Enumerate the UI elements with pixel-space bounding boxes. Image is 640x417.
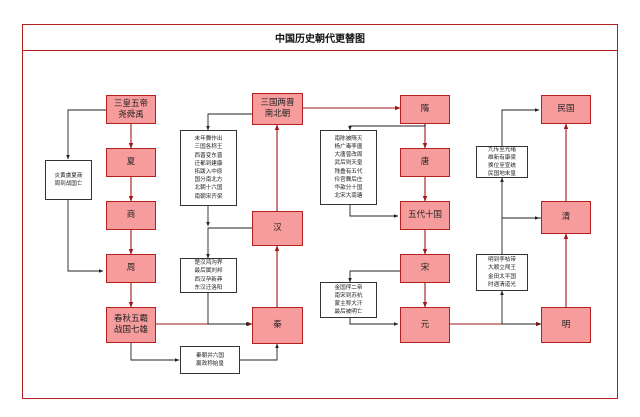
diagram-title: 中国历史朝代更替图 bbox=[23, 25, 617, 51]
succession-arrows bbox=[128, 105, 569, 327]
connector-jiuchuan-return bbox=[501, 108, 540, 146]
connector-mingchu-return bbox=[501, 216, 540, 254]
connector-chuhan-return bbox=[207, 293, 251, 326]
node-shang: 商 bbox=[106, 201, 156, 230]
connector-jinguo bbox=[348, 270, 400, 283]
note-mingchu: 明到李帖带 大顺立闯王 金田太平国 时遇清道光 bbox=[476, 254, 528, 291]
node-song: 宋 bbox=[400, 254, 450, 283]
connector-jiuchuan bbox=[500, 177, 541, 219]
note-yanhuang: 炎黄虞夏商 周到战国亡 bbox=[45, 160, 92, 200]
note-jinguo: 金国俘二帝 南宋到苏杭 蒙主称大汗 最后被明亡 bbox=[320, 282, 377, 318]
node-xia: 夏 bbox=[106, 148, 156, 177]
node-sui: 隋 bbox=[400, 95, 450, 124]
node-wudai: 五代十国 bbox=[400, 201, 450, 230]
note-monian: 末年舞作出 三国各称王 西晋变东晋 迁都到建康 拓跋入中原 国分南北方 北朝十六… bbox=[180, 130, 237, 206]
node-qin: 秦 bbox=[252, 307, 303, 344]
node-zhou: 周 bbox=[106, 254, 156, 283]
node-han: 汉 bbox=[252, 211, 303, 246]
connector-yanhuang bbox=[66, 109, 106, 160]
node-sanhuang: 三皇五帝 尧舜禹 bbox=[106, 95, 156, 124]
connector-chuhan bbox=[206, 227, 252, 259]
note-nanchen: 南陈被隋灭 杨广毒李唐 大唐曾改周 武后则天皇 残叠有五代 伶官舞后庄 华歆分十… bbox=[320, 130, 377, 205]
connector-mingchu bbox=[500, 290, 541, 325]
note-qinchao: 秦朝并六国 嬴政称始皇 bbox=[180, 346, 240, 374]
node-yuan: 元 bbox=[400, 307, 450, 343]
note-chuhan: 楚汉鸿沟界 最后属刘邦 西汉孕新莽 东汉迁洛阳 bbox=[180, 258, 237, 293]
connector-qinchao-return bbox=[240, 343, 279, 361]
connector-nanchen bbox=[348, 124, 426, 131]
node-chunqiu: 春秋五霸 战国七雄 bbox=[106, 307, 156, 343]
node-tang: 唐 bbox=[400, 148, 450, 177]
note-connectors bbox=[66, 108, 541, 362]
connector-nanchen-return bbox=[349, 205, 399, 218]
node-minguo: 民国 bbox=[541, 95, 591, 124]
node-ming: 明 bbox=[541, 307, 591, 343]
node-qing: 清 bbox=[541, 201, 591, 234]
note-jiuchuan: 九传至光绪 维新有康梁 换位至宣统 民国地末皇 bbox=[476, 146, 528, 178]
connector-jinguo-return bbox=[349, 318, 399, 326]
diagram-frame: 中国历史朝代更替图 bbox=[22, 24, 618, 399]
node-sanguo: 三国两晋 南北朝 bbox=[252, 93, 303, 125]
connector-yanhuang-return bbox=[67, 200, 104, 273]
connector-qinchao bbox=[130, 343, 180, 362]
